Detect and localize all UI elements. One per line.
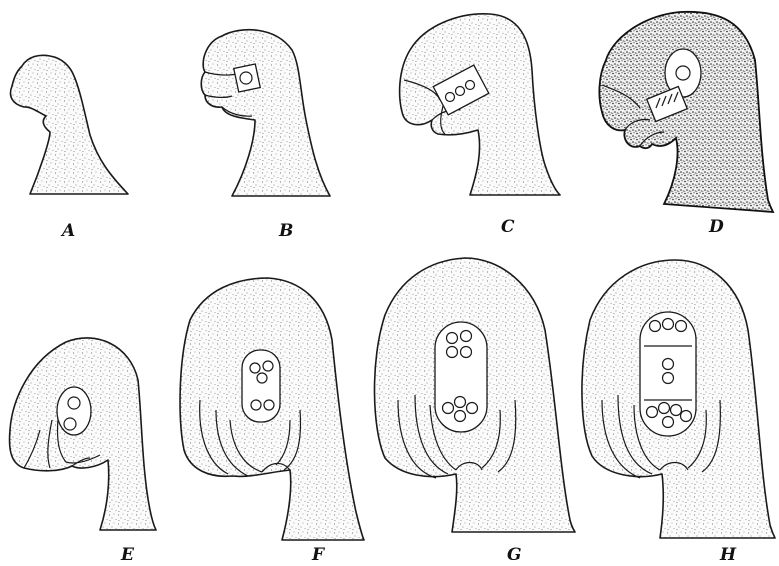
stage-label-d: D (708, 217, 724, 237)
stage-a-ovule (11, 55, 129, 194)
stage-d-ovule (599, 12, 773, 212)
stage-label-f: F (311, 545, 326, 565)
stage-label-e: E (120, 545, 135, 565)
stage-c-ovule (400, 14, 560, 195)
stage-e-ovule (10, 338, 156, 530)
stage-label-g: G (507, 545, 522, 565)
stage-label-c: C (501, 217, 515, 237)
stage-g-ovule (374, 258, 575, 532)
stage-f-ovule (180, 278, 364, 540)
stage-label-b: B (278, 221, 293, 241)
stage-f-embryo-sac (242, 350, 280, 422)
stage-h-embryo-sac (640, 312, 696, 436)
stage-b-megaspore-mother-cell (234, 64, 261, 92)
stage-h-ovule (582, 260, 775, 538)
stage-g-embryo-sac (435, 322, 487, 432)
stage-label-h: H (719, 545, 737, 565)
stage-e-embryo-sac (57, 387, 91, 435)
stage-label-a: A (60, 221, 75, 241)
stage-b-ovule (201, 30, 330, 196)
